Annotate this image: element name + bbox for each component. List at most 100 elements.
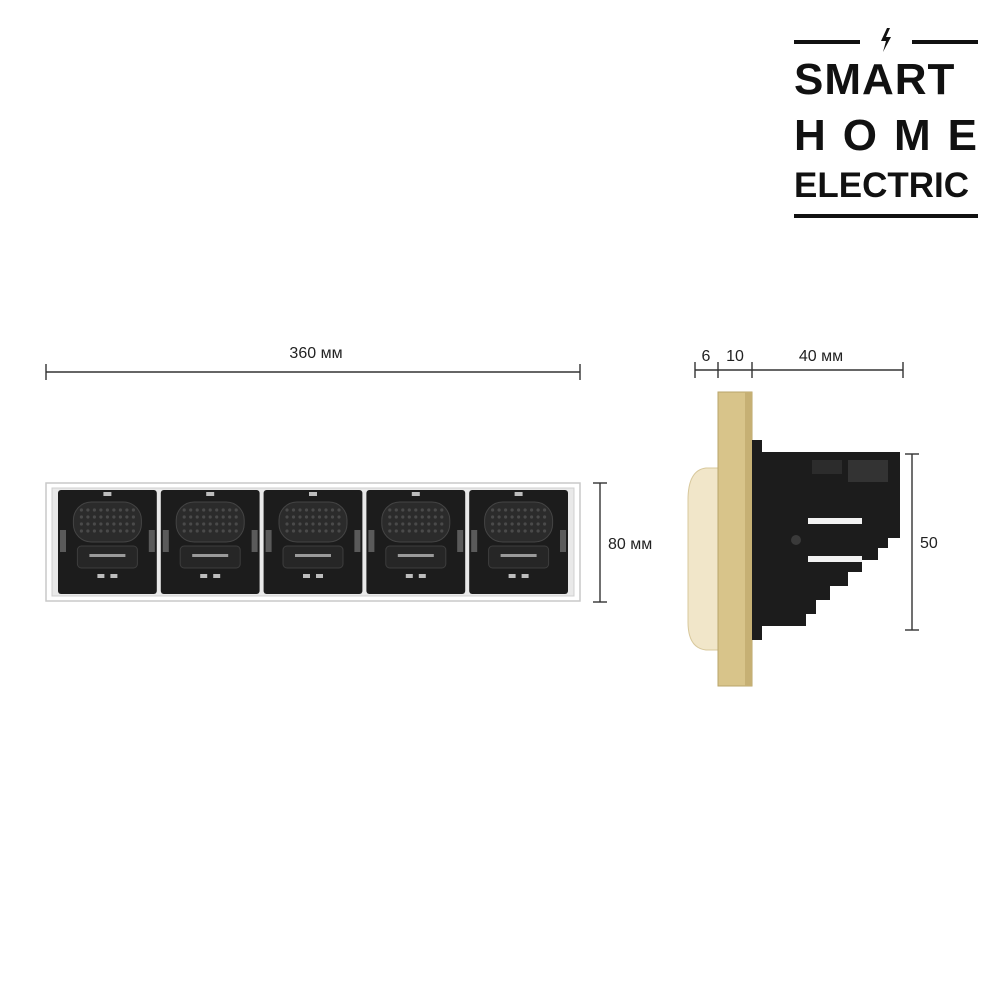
grille-hole	[221, 529, 225, 533]
grille-hole	[427, 508, 431, 512]
grille-hole	[420, 515, 424, 519]
grille-hole	[388, 515, 392, 519]
grille-hole	[86, 529, 90, 533]
grille-hole	[228, 529, 232, 533]
mechanism-detail	[848, 460, 888, 482]
grille-hole	[504, 508, 508, 512]
grille-hole	[189, 522, 193, 526]
brand-logo: SMART HOME ELECTRIC	[790, 28, 982, 224]
grille-hole	[388, 508, 392, 512]
grille-hole	[202, 508, 206, 512]
grille-hole	[105, 515, 109, 519]
grille-hole	[440, 522, 444, 526]
grille-hole	[504, 515, 508, 519]
grille-hole	[99, 508, 103, 512]
grille-hole	[324, 515, 328, 519]
logo-top-bar-right	[912, 40, 978, 44]
grille-hole	[523, 508, 527, 512]
grille-hole	[125, 529, 129, 533]
mechanism-detail	[812, 460, 842, 474]
grille-hole	[311, 508, 315, 512]
module-grille	[381, 501, 451, 543]
grille-hole	[189, 508, 193, 512]
module-side-clip	[471, 530, 478, 552]
grille-hole	[317, 522, 322, 526]
side-height-dimension	[905, 453, 919, 631]
module-terminal	[303, 574, 310, 578]
grille-hole	[131, 522, 135, 526]
grille-hole	[317, 515, 322, 519]
side-depth-label: 40 мм	[799, 348, 843, 365]
grille-hole	[118, 529, 122, 533]
side-gap-label: 10	[726, 348, 744, 365]
grille-hole	[407, 522, 411, 526]
socket-module	[469, 490, 568, 594]
module-grille	[175, 501, 245, 543]
grille-hole	[202, 522, 206, 526]
grille-hole	[125, 515, 129, 519]
grille-hole	[497, 508, 501, 512]
grille-hole	[105, 522, 109, 526]
contact-pin	[808, 556, 862, 562]
grille-hole	[285, 522, 289, 526]
grille-hole	[221, 515, 225, 519]
grille-hole	[92, 515, 96, 519]
grille-hole	[504, 529, 508, 533]
grille-hole	[407, 529, 411, 533]
grille-hole	[543, 529, 547, 533]
grille-hole	[401, 529, 405, 533]
grille-hole	[118, 515, 122, 519]
grille-hole	[112, 529, 116, 533]
grille-hole	[407, 508, 411, 512]
grille-hole	[182, 508, 186, 512]
grille-hole	[324, 522, 328, 526]
grille-hole	[420, 522, 424, 526]
grille-hole	[497, 529, 501, 533]
grille-hole	[414, 515, 418, 519]
grille-hole	[99, 515, 103, 519]
grille-hole	[414, 522, 418, 526]
grille-hole	[427, 522, 431, 526]
grille-hole	[131, 508, 135, 512]
grille-hole	[195, 515, 199, 519]
module-side-clip	[368, 530, 375, 552]
module-top-terminal	[206, 492, 215, 496]
logo-word-smart: SMART	[794, 55, 956, 104]
grille-hole	[182, 522, 186, 526]
grille-hole	[324, 529, 328, 533]
grille-hole	[401, 515, 405, 519]
module-side-clip	[148, 530, 155, 552]
grille-hole	[543, 522, 547, 526]
grille-hole	[530, 508, 534, 512]
grille-hole	[208, 508, 212, 512]
grille-hole	[330, 529, 335, 533]
grille-hole	[510, 529, 514, 533]
grille-hole	[125, 522, 129, 526]
module-side-clip	[162, 530, 169, 552]
grille-hole	[433, 508, 437, 512]
module-terminal	[521, 574, 529, 578]
grille-hole	[112, 515, 116, 519]
grille-hole	[523, 522, 527, 526]
grille-hole	[298, 515, 302, 519]
grille-hole	[543, 515, 547, 519]
grille-hole	[543, 508, 547, 512]
grille-hole	[285, 529, 289, 533]
module-label-strip	[500, 554, 537, 557]
grille-hole	[330, 522, 335, 526]
grille-hole	[131, 529, 135, 533]
grille-hole	[337, 515, 341, 519]
grille-hole	[195, 529, 199, 533]
grille-hole	[536, 515, 540, 519]
grille-hole	[86, 522, 90, 526]
module-terminal	[110, 574, 118, 578]
grille-hole	[414, 529, 418, 533]
grille-hole	[440, 515, 444, 519]
module-label-strip	[192, 554, 229, 557]
grille-hole	[317, 508, 322, 512]
grille-hole	[530, 529, 534, 533]
grille-hole	[420, 508, 424, 512]
grille-hole	[182, 515, 186, 519]
grille-hole	[388, 529, 392, 533]
